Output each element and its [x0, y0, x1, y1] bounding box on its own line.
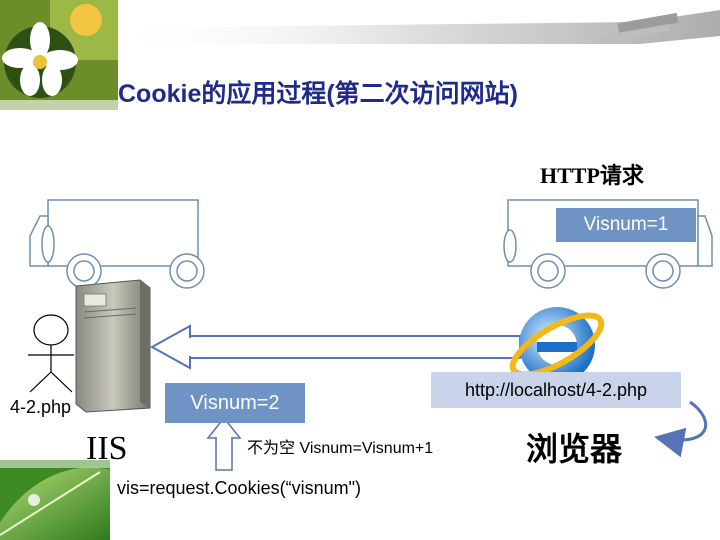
truck-icon: [29, 199, 205, 289]
server-name-label: IIS: [86, 430, 128, 467]
visnum-request-badge: Visnum=1: [556, 208, 696, 242]
browser-label: 浏览器: [526, 431, 623, 467]
cookie-code-text: vis=request.Cookies(“visnum"): [117, 478, 361, 498]
visnum-response-badge: Visnum=2: [165, 383, 305, 423]
slide-title: Cookie的应用过程(第二次访问网站): [118, 80, 519, 108]
return-curve-arrow: [654, 400, 708, 458]
request-arrow: [149, 324, 521, 370]
flower-photo-icon: [0, 0, 118, 110]
http-request-label: HTTP请求: [540, 163, 644, 188]
url-box: http://localhost/4-2.php: [431, 372, 681, 408]
header-ribbon: [110, 10, 720, 44]
server-file-label: 4-2.php: [10, 397, 72, 417]
server-tower-icon: [75, 279, 151, 413]
update-rule-text: 不为空 Visnum=Visnum+1: [247, 440, 434, 457]
up-arrow: [206, 416, 242, 471]
water-drop-leaf-icon: [0, 460, 110, 540]
person-icon: [28, 314, 74, 393]
ie-browser-icon: [509, 307, 605, 383]
